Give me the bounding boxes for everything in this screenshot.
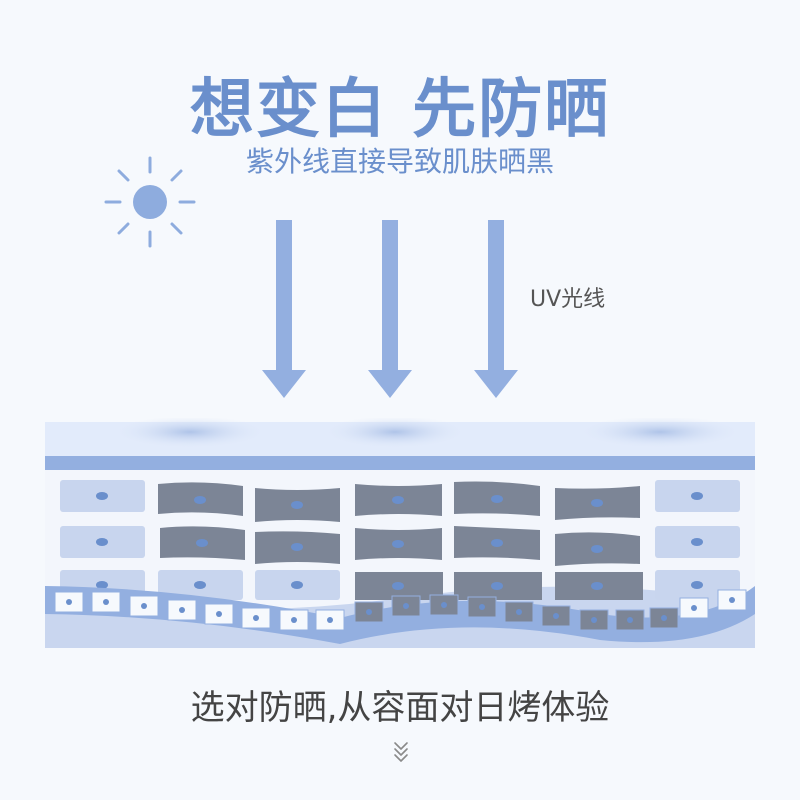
page-subtitle: 紫外线直接导致肌肤晒黑 [245,145,554,178]
uv-arrows [262,220,518,398]
uv-label: UV光线 [530,287,606,312]
down-arrow-icon [474,220,518,398]
skin-cross-section [45,418,755,648]
down-arrow-icon [262,220,306,398]
footer-text: 选对防晒,从容面对日烤体验 [190,688,610,728]
chevron-down-icon[interactable] [390,740,412,764]
down-arrow-icon [368,220,412,398]
sun-icon [104,156,196,248]
page-title: 想变白 先防晒 [189,73,611,147]
